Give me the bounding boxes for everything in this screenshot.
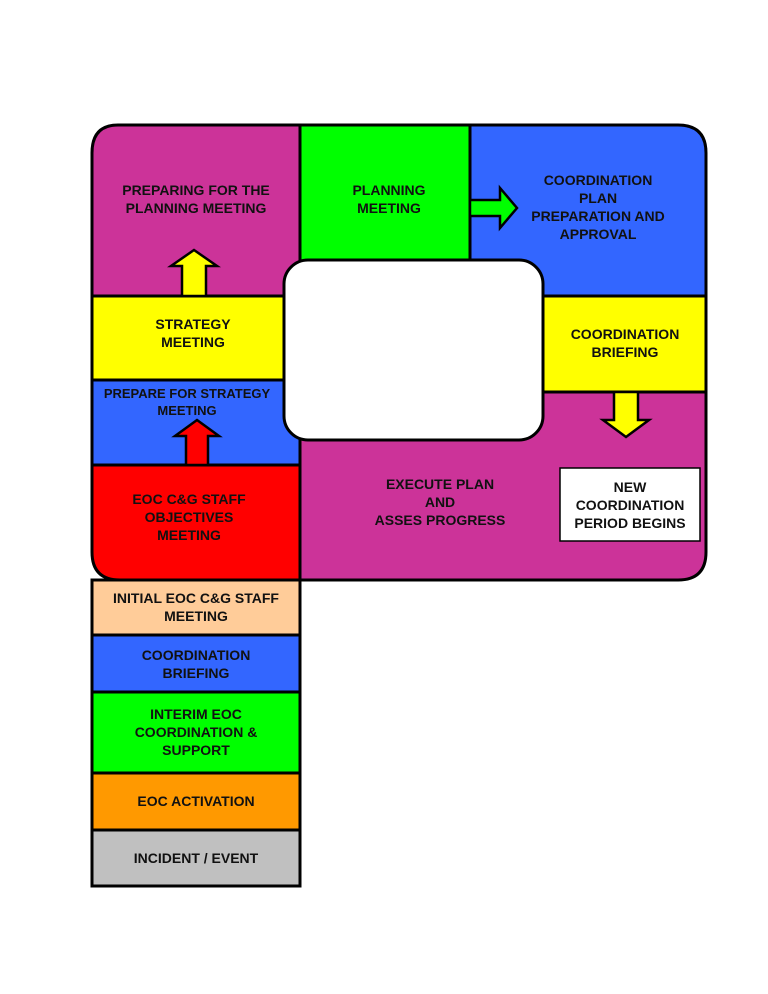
label-line: APPROVAL — [560, 226, 637, 242]
label-interim-coordination: INTERIM EOC COORDINATION & SUPPORT — [135, 706, 258, 758]
label-line: AND — [425, 494, 455, 510]
label-planning-meeting: PLANNING MEETING — [352, 182, 425, 216]
label-line: MEETING — [164, 608, 228, 624]
label-line: PLANNING MEETING — [126, 200, 267, 216]
label-line: PREPARE FOR STRATEGY — [104, 386, 271, 401]
center-hole — [282, 258, 545, 442]
label-line: PERIOD BEGINS — [574, 515, 685, 531]
label-line: BRIEFING — [592, 344, 659, 360]
label-line: PLAN — [579, 190, 617, 206]
label-line: BRIEFING — [163, 665, 230, 681]
label-line: EOC ACTIVATION — [137, 793, 254, 809]
segment-planning-meeting — [300, 125, 470, 260]
label-line: COORDINATION — [142, 647, 251, 663]
label-line: MEETING — [157, 403, 216, 418]
label-line: MEETING — [161, 334, 225, 350]
segment-incident-event — [90, 828, 302, 888]
arrow-right-to-coordination-plan — [468, 184, 519, 232]
label-prepare-for-strategy: PREPARE FOR STRATEGY MEETING — [104, 386, 271, 418]
segment-strategy-meeting — [92, 296, 300, 380]
label-line: COORDINATION & — [135, 724, 258, 740]
label-preparing-for-planning: PREPARING FOR THE PLANNING MEETING — [122, 182, 270, 216]
arrow-up-to-preparing — [167, 248, 221, 298]
label-coordination-briefing-stem: COORDINATION BRIEFING — [142, 647, 251, 681]
label-objectives-meeting: EOC C&G STAFF OBJECTIVES MEETING — [132, 491, 246, 543]
label-initial-meeting: INITIAL EOC C&G STAFF MEETING — [113, 590, 279, 624]
label-execute-plan: EXECUTE PLAN AND ASSES PROGRESS — [375, 476, 506, 528]
label-line: OBJECTIVES — [145, 509, 234, 525]
label-coordination-briefing-right: COORDINATION BRIEFING — [571, 326, 680, 360]
segment-coordination-briefing-right — [542, 296, 706, 392]
label-line: PLANNING — [352, 182, 425, 198]
label-strategy-meeting: STRATEGY MEETING — [155, 316, 231, 350]
segment-initial-meeting — [90, 578, 302, 637]
label-line: ASSES PROGRESS — [375, 512, 506, 528]
label-new-period: NEW COORDINATION PERIOD BEGINS — [574, 479, 685, 531]
label-line: INITIAL EOC C&G STAFF — [113, 590, 279, 606]
label-line: SUPPORT — [162, 742, 230, 758]
label-line: MEETING — [357, 200, 421, 216]
label-line: STRATEGY — [155, 316, 231, 332]
label-line: COORDINATION — [544, 172, 653, 188]
label-line: COORDINATION — [576, 497, 685, 513]
segment-coordination-briefing-stem — [90, 633, 302, 694]
label-line: PREPARATION AND — [531, 208, 665, 224]
segment-objectives-meeting — [92, 465, 300, 580]
arrow-up-to-prepare-strategy — [171, 418, 223, 467]
label-line: EOC C&G STAFF — [132, 491, 246, 507]
label-line: COORDINATION — [571, 326, 680, 342]
label-line: PREPARING FOR THE — [122, 182, 270, 198]
label-coordination-plan: COORDINATION PLAN PREPARATION AND APPROVAL — [531, 172, 665, 242]
label-incident-event: INCIDENT / EVENT — [134, 850, 259, 866]
label-line: INTERIM EOC — [150, 706, 242, 722]
new-period-box — [559, 467, 701, 542]
label-line: NEW — [614, 479, 647, 495]
label-line: INCIDENT / EVENT — [134, 850, 259, 866]
arrow-down-to-execute — [599, 390, 653, 439]
label-line: MEETING — [157, 527, 221, 543]
label-line: EXECUTE PLAN — [386, 476, 494, 492]
segment-eoc-activation — [90, 771, 302, 832]
cycle-outline — [90, 123, 708, 582]
label-eoc-activation: EOC ACTIVATION — [137, 793, 254, 809]
